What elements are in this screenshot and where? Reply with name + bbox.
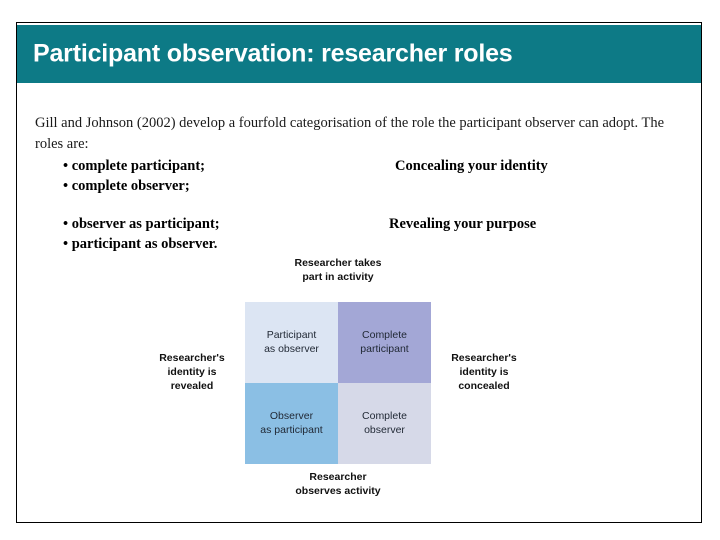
- outcome-label-revealing: Revealing your purpose: [389, 216, 537, 232]
- matrix-cell-tl-line2: as observer: [264, 342, 319, 355]
- slide-title-bar: Participant observation: researcher role…: [17, 25, 701, 83]
- role-list-group-2: • observer as participant; • participant…: [63, 215, 220, 254]
- matrix-axis-top-line1: Researcher takes: [294, 257, 382, 269]
- matrix-cell-complete-observer: Complete observer: [338, 383, 431, 464]
- list-item: • participant as observer.: [63, 235, 218, 252]
- matrix-cell-tr-line1: Complete: [362, 328, 407, 341]
- matrix-axis-left-line1: Researcher's: [159, 352, 225, 364]
- role-list-group-1: • complete participant; • complete obser…: [63, 157, 205, 196]
- intro-paragraph: Gill and Johnson (2002) develop a fourfo…: [35, 114, 665, 152]
- matrix-axis-bottom-line2: observes activity: [295, 485, 381, 498]
- outcome-label-concealing: Concealing your identity: [395, 158, 548, 174]
- matrix-cell-complete-participant: Complete participant: [338, 302, 431, 383]
- matrix-axis-left-line3: revealed: [170, 380, 214, 393]
- matrix-axis-label-top: Researcher takes part in activity: [245, 256, 431, 284]
- matrix-cell-tl-line1: Participant: [266, 328, 317, 341]
- matrix-axis-left-line2: identity is: [167, 366, 217, 379]
- matrix-cell-tr-line2: participant: [360, 342, 409, 355]
- list-item: • complete observer;: [63, 177, 190, 194]
- list-item: • complete participant;: [63, 158, 205, 174]
- matrix-axis-right-line1: Researcher's: [451, 352, 517, 364]
- list-item: • observer as participant;: [63, 216, 220, 232]
- matrix-cell-bl-line2: as participant: [260, 423, 323, 436]
- matrix-axis-label-bottom: Researcher observes activity: [239, 470, 437, 498]
- matrix-cell-observer-as-participant: Observer as participant: [245, 383, 338, 464]
- matrix-axis-label-left: Researcher's identity is revealed: [145, 351, 239, 394]
- matrix-cell-participant-as-observer: Participant as observer: [245, 302, 338, 383]
- matrix-axis-right-line2: identity is: [459, 366, 509, 379]
- matrix-cell-br-line2: observer: [364, 423, 405, 436]
- matrix-axis-label-right: Researcher's identity is concealed: [437, 351, 531, 394]
- researcher-roles-matrix-diagram: Researcher takes part in activity Resear…: [17, 251, 701, 521]
- matrix-grid: Participant as observer Complete partici…: [245, 302, 431, 464]
- matrix-axis-bottom-line1: Researcher: [309, 471, 367, 483]
- matrix-cell-br-line1: Complete: [362, 409, 407, 422]
- page-title: Participant observation: researcher role…: [33, 39, 513, 68]
- matrix-axis-right-line3: concealed: [458, 380, 510, 393]
- matrix-cell-bl-line1: Observer: [269, 409, 314, 422]
- slide-frame: Participant observation: researcher role…: [16, 22, 702, 523]
- matrix-axis-top-line2: part in activity: [302, 271, 374, 284]
